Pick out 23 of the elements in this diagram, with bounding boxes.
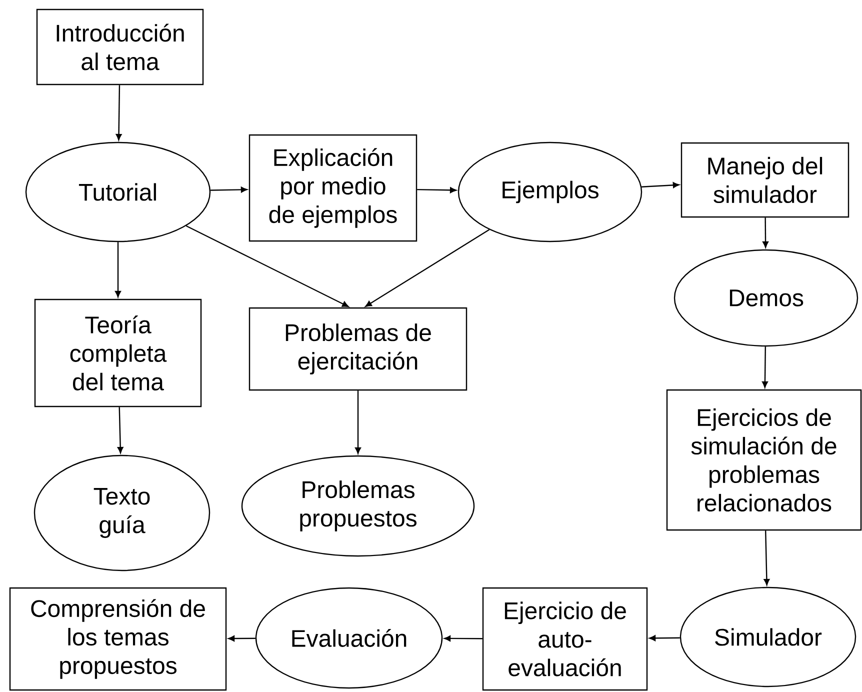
process-box: Introducción al tema <box>36 8 204 86</box>
process-box: Teoría completa del tema <box>34 298 202 408</box>
arrow <box>762 346 768 388</box>
arrow <box>117 407 124 454</box>
process-box: Ejercicios de simulación de problemas relacionados <box>666 389 862 531</box>
process-box: Comprensión de los temas propuestos <box>9 587 227 691</box>
arrow <box>355 390 361 454</box>
process-box: Problemas de ejercitación <box>248 307 468 391</box>
arrow <box>642 182 680 188</box>
process-box: Manejo del simulador <box>680 142 850 218</box>
arrow <box>764 530 770 586</box>
process-box: Explicación por medio de ejemplos <box>248 134 418 242</box>
arrow <box>649 635 680 642</box>
arrow <box>417 187 456 194</box>
arrow <box>116 85 122 140</box>
arrow <box>115 242 121 298</box>
arrow <box>210 186 248 193</box>
arrow <box>444 636 482 642</box>
arrow <box>228 636 256 642</box>
process-box: Ejercicio de auto-evaluación <box>482 587 648 691</box>
arrow <box>762 218 768 248</box>
arrow <box>365 229 490 307</box>
arrow <box>186 225 349 308</box>
